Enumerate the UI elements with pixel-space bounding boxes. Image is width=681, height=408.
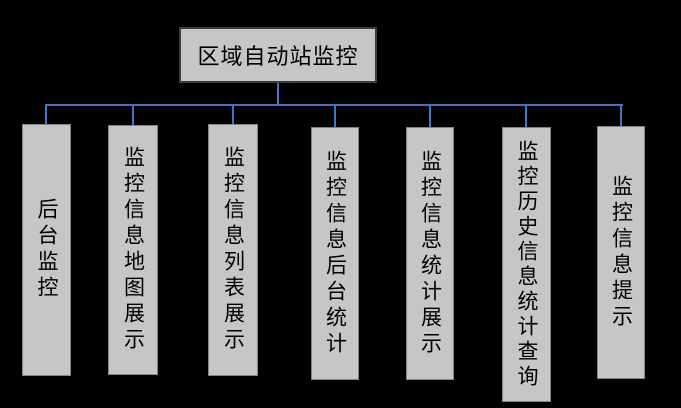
root-node: 区域自动站监控 [179,27,377,83]
connector-drop-5 [429,104,431,128]
connector-drop-3 [232,104,234,125]
node-monitoring-info-list-display: 监控信息列表展示 [208,124,258,376]
node-label: 监控信息列表展示 [221,146,246,354]
node-monitoring-info-statistics-display: 监控信息统计展示 [406,127,454,380]
node-monitoring-history-statistics-query: 监控历史信息统计查询 [502,127,551,402]
connector-drop-7 [620,104,622,127]
connector-drop-2 [132,104,134,126]
connector-drop-1 [45,104,47,125]
connector-drop-6 [525,104,527,128]
node-label: 监控信息提示 [609,174,634,331]
node-label: 监控信息统计展示 [418,149,443,358]
root-node-label: 区域自动站监控 [197,44,359,69]
node-monitoring-info-map-display: 监控信息地图展示 [108,125,158,375]
connector-drop-4 [334,104,336,128]
connector-root-stub [277,83,279,105]
node-backend-monitoring: 后台监控 [22,124,71,376]
node-label: 监控信息地图展示 [121,146,146,354]
node-label: 监控历史信息统计查询 [515,139,539,390]
node-label: 监控信息后台统计 [323,149,348,358]
node-monitoring-info-backend-statistics: 监控信息后台统计 [311,127,359,380]
node-label: 后台监控 [35,198,59,302]
node-monitoring-info-alert: 监控信息提示 [597,126,645,379]
